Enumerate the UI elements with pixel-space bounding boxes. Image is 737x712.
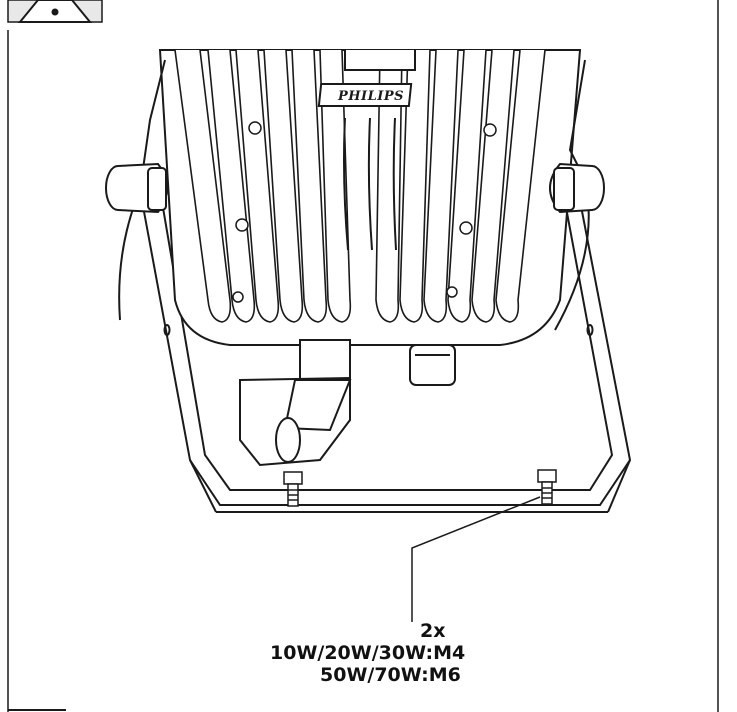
bolt-spec-callout: 2x 10W/20W/30W:M4 50W/70W:M6: [270, 620, 600, 686]
bolt-spec-line-1: 10W/20W/30W:M4: [270, 642, 466, 664]
mounting-bolt-right: [537, 469, 557, 505]
warning-triangle-icon: [7, 0, 103, 23]
brand-plate: PHILIPS: [317, 50, 416, 251]
bolt-spec-line-2: 50W/70W:M6: [320, 664, 461, 686]
callout-leader-line: [411, 496, 541, 622]
mounting-bracket: [139, 174, 632, 513]
bolt-quantity: 2x: [420, 620, 446, 642]
cooling-fins: [174, 49, 546, 323]
right-tilt-knob: [549, 162, 605, 214]
mounting-bolt-left: [283, 471, 303, 507]
housing-screws: [232, 121, 497, 303]
cable-gland: [239, 339, 352, 467]
philips-logo: PHILIPS: [337, 89, 404, 104]
left-tilt-knob: [105, 162, 168, 214]
vent-valve: [409, 344, 456, 386]
